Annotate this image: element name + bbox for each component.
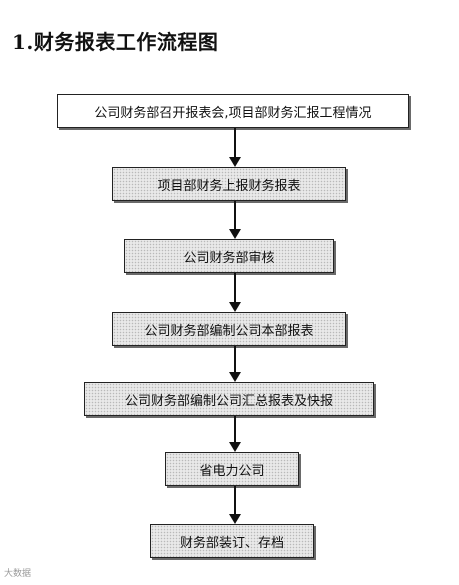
flow-step-7-label: 财务部装订、存档 [179,535,284,551]
flow-step-7: 财务部装订、存档 [150,524,314,558]
flow-step-1-label: 公司财务部召开报表会,项目部财务汇报工程情况 [94,105,372,121]
flow-arrow-6 [229,486,241,524]
flow-step-4-label: 公司财务部编制公司本部报表 [144,323,314,339]
flow-arrow-4 [229,346,241,382]
flow-step-3: 公司财务部审核 [124,239,334,273]
watermark-text: 大数据 [4,569,32,579]
flow-step-3-label: 公司财务部审核 [183,250,275,266]
flow-step-6: 省电力公司 [165,452,299,486]
flow-step-6-label: 省电力公司 [199,463,265,479]
flow-step-4: 公司财务部编制公司本部报表 [112,312,346,346]
flow-step-5: 公司财务部编制公司汇总报表及快报 [84,382,374,416]
flow-arrow-1 [229,128,241,167]
flow-arrow-5 [229,416,241,452]
flow-arrow-2 [229,201,241,239]
flow-arrow-3 [229,273,241,312]
page-title: 1.财务报表工作流程图 [12,30,219,54]
flow-step-2-label: 项目部财务上报财务报表 [157,178,301,194]
flow-step-1: 公司财务部召开报表会,项目部财务汇报工程情况 [57,94,409,128]
flow-step-5-label: 公司财务部编制公司汇总报表及快报 [124,393,333,409]
watermark: 大数据 [4,566,31,579]
flow-step-2: 项目部财务上报财务报表 [112,167,346,201]
